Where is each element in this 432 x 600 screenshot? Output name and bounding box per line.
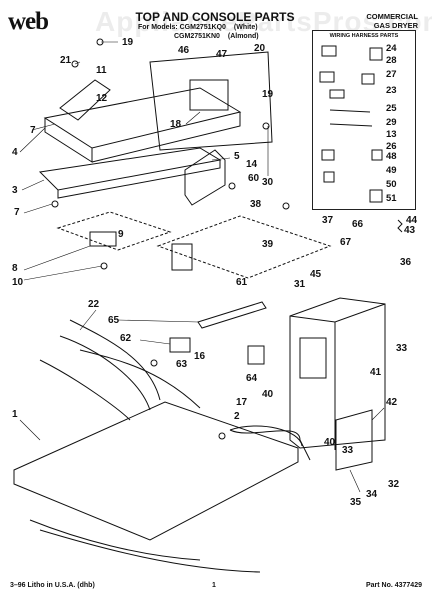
inset-callout: 24 (386, 43, 397, 54)
callout-label: 32 (388, 479, 400, 490)
control-housing-shape (289, 297, 386, 449)
product-category: COMMERCIAL GAS DRYER (366, 12, 418, 30)
callout-label: 39 (262, 239, 274, 250)
console-end-right-shape (184, 149, 226, 206)
callout-label: 8 (12, 263, 18, 274)
category-line-1: COMMERCIAL (366, 12, 418, 21)
switch-area-outline (156, 215, 332, 279)
callout-label: 12 (96, 93, 108, 104)
callout-label: 30 (262, 177, 274, 188)
callout-label: 19 (122, 37, 134, 48)
callout-label: 5 (234, 151, 240, 162)
footer-litho: 3–96 Litho in U.S.A. (dhb) (10, 582, 95, 589)
inset-callout: 50 (386, 179, 397, 190)
wiring-harness-inset: WIRING HARNESS PARTS (312, 30, 416, 210)
callout-label: 1 (12, 409, 18, 420)
callout-label: 38 (250, 199, 262, 210)
callout-label: 67 (340, 237, 352, 248)
callout-label: 14 (246, 159, 258, 170)
callout-label: 33 (396, 343, 408, 354)
console-trim-shape (38, 147, 222, 191)
callout-label: 40 (324, 437, 336, 448)
callout-label: 33 (342, 445, 354, 456)
inset-title: WIRING HARNESS PARTS (329, 33, 399, 39)
callout-label: 3 (12, 185, 18, 196)
model-line-2: CGM2751KN0 (Almond) (174, 33, 259, 40)
callout-label: 64 (246, 373, 258, 384)
callout-label: 17 (236, 397, 248, 408)
inset-callout: 13 (386, 129, 397, 140)
callout-label: 36 (400, 257, 412, 268)
callout-label: 19 (262, 89, 274, 100)
callout-label: 37 (322, 215, 334, 226)
callout-label: 10 (12, 277, 24, 288)
footer-part-number: Part No. 4377429 (365, 582, 422, 589)
callout-label: 42 (386, 397, 398, 408)
callout-label: 35 (350, 497, 362, 508)
callout-label: 61 (236, 277, 248, 288)
dryer-top-shape (13, 401, 299, 541)
inset-callout: 29 (386, 117, 397, 128)
callout-label: 44 (406, 215, 418, 226)
callout-label: 4 (12, 147, 18, 158)
callout-label: 21 (60, 55, 72, 66)
callout-label: 7 (30, 125, 36, 136)
callout-label: 66 (352, 219, 364, 230)
callout-label: 18 (170, 119, 182, 130)
model-variant-2: (Almond) (227, 33, 259, 40)
callout-label: 22 (88, 299, 100, 310)
inset-callout: 25 (386, 103, 397, 114)
callout-label: 31 (294, 279, 306, 290)
callout-label: 40 (262, 389, 274, 400)
back-panel-shape (149, 51, 273, 151)
callout-label: 60 (248, 173, 260, 184)
watermark: AppliancePartsPros.com (95, 6, 432, 37)
model-line-1: For Models: CGM2751KQ0 (White) (138, 24, 258, 31)
brand-logo: web (8, 8, 49, 35)
callout-label: 46 (178, 45, 190, 56)
callout-label: 20 (254, 43, 266, 54)
callout-label: 11 (96, 65, 107, 76)
inset-callout: 26 (386, 141, 397, 152)
footer-page-number: 1 (212, 582, 216, 589)
console-end-cap-shape (59, 79, 111, 121)
callout-label: 9 (118, 229, 124, 240)
callout-label: 43 (404, 225, 416, 236)
callout-label: 16 (194, 351, 206, 362)
bracket-shape (335, 409, 373, 471)
callout-label: 62 (120, 333, 132, 344)
callout-label: 41 (370, 367, 382, 378)
inset-callout: 51 (386, 193, 397, 204)
inset-callout: 49 (386, 165, 397, 176)
callout-label: 65 (108, 315, 120, 326)
callout-label: 63 (176, 359, 188, 370)
diagram-title: TOP AND CONSOLE PARTS (135, 10, 295, 24)
model-number-2: CGM2751KN0 (174, 33, 220, 40)
inset-callout: 23 (386, 85, 397, 96)
callout-label: 7 (14, 207, 20, 218)
callout-label: 34 (366, 489, 378, 500)
inset-callout: 27 (386, 69, 397, 80)
callout-label: 2 (234, 411, 240, 422)
inset-callout: 28 (386, 55, 397, 66)
category-line-2: GAS DRYER (373, 21, 418, 30)
model-variant-1: (White) (233, 24, 258, 31)
callout-label: 47 (216, 49, 228, 60)
timer-area-outline (56, 211, 172, 251)
callout-label: 45 (310, 269, 322, 280)
model-number-1: For Models: CGM2751KQ0 (138, 24, 226, 31)
rail-shape (197, 301, 267, 329)
inset-callout: 48 (386, 151, 397, 162)
